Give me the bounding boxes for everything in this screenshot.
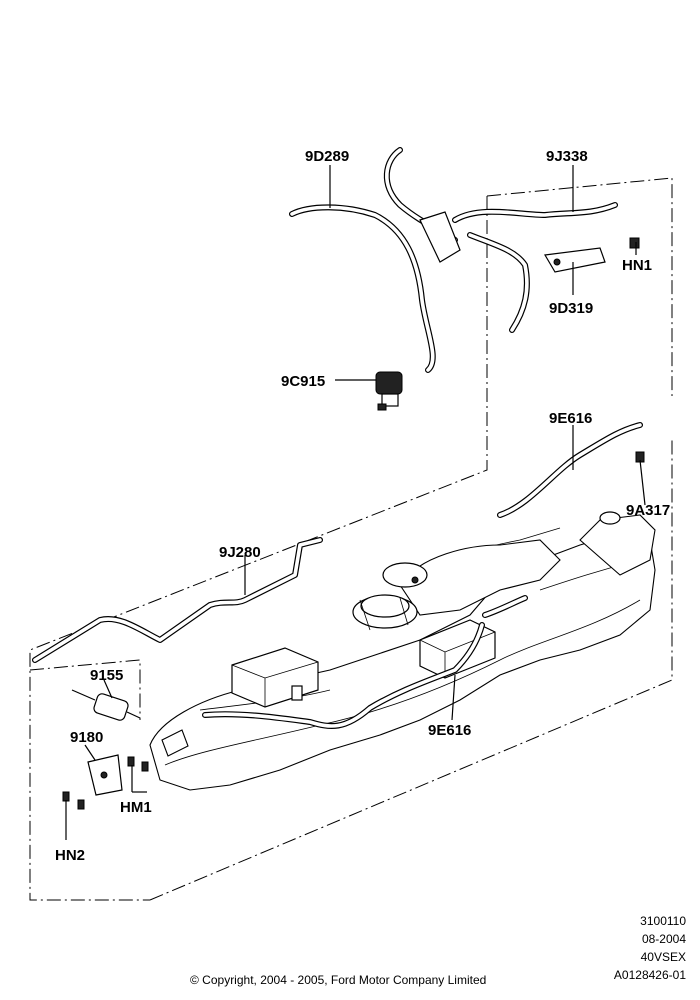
callout-9e616-bottom: 9E616 (428, 722, 471, 739)
hose-9j338 (452, 202, 618, 333)
fuel-filter-9155 (71, 689, 141, 721)
callout-hm1: HM1 (120, 799, 152, 816)
callout-9d289: 9D289 (305, 148, 349, 165)
fuel-tank (149, 514, 656, 791)
callout-9e616-top: 9E616 (549, 410, 592, 427)
upper-boundary-panel (29, 177, 673, 901)
fasteners-hm1 (127, 756, 149, 772)
clip-hn1 (629, 237, 640, 249)
callout-9180: 9180 (70, 729, 103, 746)
drawing-number: 3100110 (640, 914, 686, 928)
copyright-notice: © Copyright, 2004 - 2005, Ford Motor Com… (190, 973, 487, 987)
lower-boundary-panel (29, 440, 673, 901)
callout-9j338: 9J338 (546, 148, 588, 165)
purge-valve-9c915 (375, 371, 403, 411)
callout-9155: 9155 (90, 667, 123, 684)
hose-9e616-lower (202, 595, 528, 729)
drawing-model-code: 40VSEX (640, 950, 686, 964)
hose-9d289 (289, 204, 436, 373)
drawing-reference-block: 3100110 08-2004 40VSEX A0128426-01 (614, 912, 686, 984)
callout-hn1: HN1 (622, 257, 652, 274)
callout-9c915: 9C915 (281, 373, 325, 390)
bracket-9180 (87, 754, 123, 796)
drawing-id: A0128426-01 (613, 968, 686, 982)
fuel-pump-module (352, 562, 428, 631)
leader-lines (65, 165, 646, 840)
drawing-date: 08-2004 (641, 932, 686, 946)
hose-9e616-upper (497, 422, 643, 518)
callout-9a317: 9A317 (626, 502, 670, 519)
hose-9j280 (32, 537, 323, 663)
callout-hn2: HN2 (55, 847, 85, 864)
evap-canister-left (231, 647, 319, 708)
filler-9a317 (599, 451, 645, 525)
callout-9j280: 9J280 (219, 544, 261, 561)
bracket-9j338 (419, 211, 606, 273)
callout-9d319: 9D319 (549, 300, 593, 317)
